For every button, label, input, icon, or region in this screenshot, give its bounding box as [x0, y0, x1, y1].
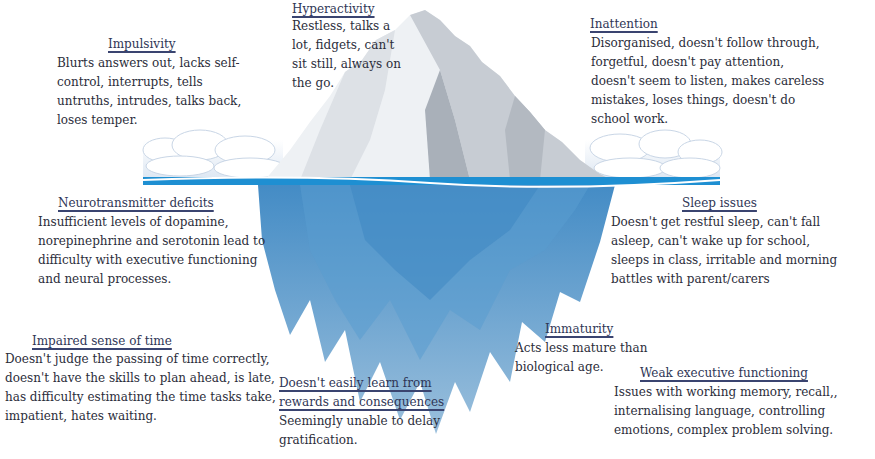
section-description: Doesn't judge the passing of time correc… [5, 350, 292, 426]
section-heading: Immaturity [545, 320, 665, 339]
section-heading: Inattention [590, 15, 740, 34]
section-description: Issues with working memory, recall,, int… [614, 383, 872, 440]
section-heading: Hyperactivity [292, 0, 422, 19]
section-heading: Sleep issues [682, 194, 822, 213]
section-heading: Doesn't easily learn from rewards and co… [279, 374, 484, 412]
section-heading: Weak executive functioning [640, 364, 860, 383]
section-description: Doesn't get restful sleep, can't fall as… [611, 213, 843, 289]
section-description: Seemingly unable to delay gratification. [279, 412, 479, 450]
section-description: Blurts answers out, lacks self-control, … [57, 54, 262, 130]
section-heading: Neurotransmitter deficits [58, 194, 278, 213]
section-heading: Impaired sense of time [32, 332, 252, 351]
section-description: Disorganised, doesn't follow through, fo… [591, 34, 829, 129]
section-description: Restless, talks a lot, fidgets, can't si… [292, 17, 410, 93]
section-description: Insufficient levels of dopamine, norepin… [38, 213, 266, 289]
section-heading: Impulsivity [108, 35, 258, 54]
